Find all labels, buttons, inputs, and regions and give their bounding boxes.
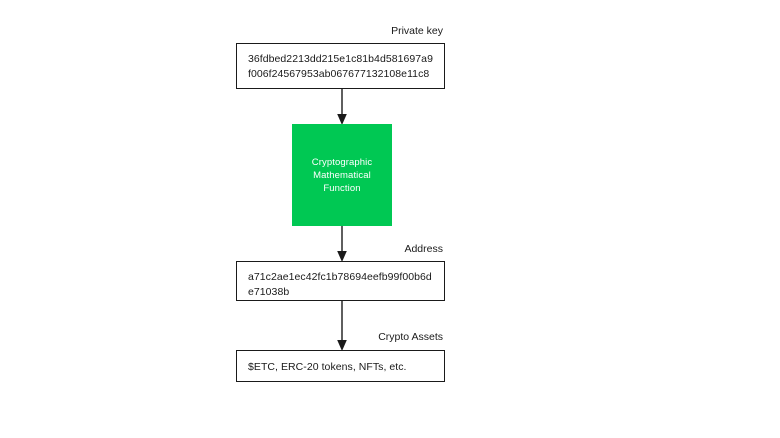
function-label-line-1: Cryptographic (311, 156, 373, 168)
crypto-assets-box: $ETC, ERC-20 tokens, NFTs, etc. (236, 350, 445, 382)
function-label-line-3: Function (323, 182, 361, 194)
cryptographic-function-label: Cryptographic Mathematical Function (312, 156, 372, 195)
arrowhead-icon (337, 251, 347, 262)
connector-private-key-to-function (336, 89, 348, 125)
private-key-value: 36fdbed2213dd215e1c81b4d581697a9f006f245… (248, 53, 433, 80)
connector-address-to-crypto-assets (336, 301, 348, 351)
function-label-line-2: Mathematical (313, 169, 371, 181)
arrowhead-icon (337, 340, 347, 351)
address-box: a71c2ae1ec42fc1b78694eefb99f00b6de71038b (236, 261, 445, 301)
crypto-assets-value: $ETC, ERC-20 tokens, NFTs, etc. (248, 361, 407, 373)
address-caption: Address (404, 243, 443, 255)
arrowhead-icon (337, 114, 347, 125)
address-value: a71c2ae1ec42fc1b78694eefb99f00b6de71038b (248, 271, 432, 298)
private-key-caption: Private key (391, 25, 443, 37)
private-key-box: 36fdbed2213dd215e1c81b4d581697a9f006f245… (236, 43, 445, 89)
connector-function-to-address (336, 226, 348, 262)
crypto-assets-caption: Crypto Assets (378, 331, 443, 343)
cryptographic-function-box: Cryptographic Mathematical Function (292, 124, 392, 226)
